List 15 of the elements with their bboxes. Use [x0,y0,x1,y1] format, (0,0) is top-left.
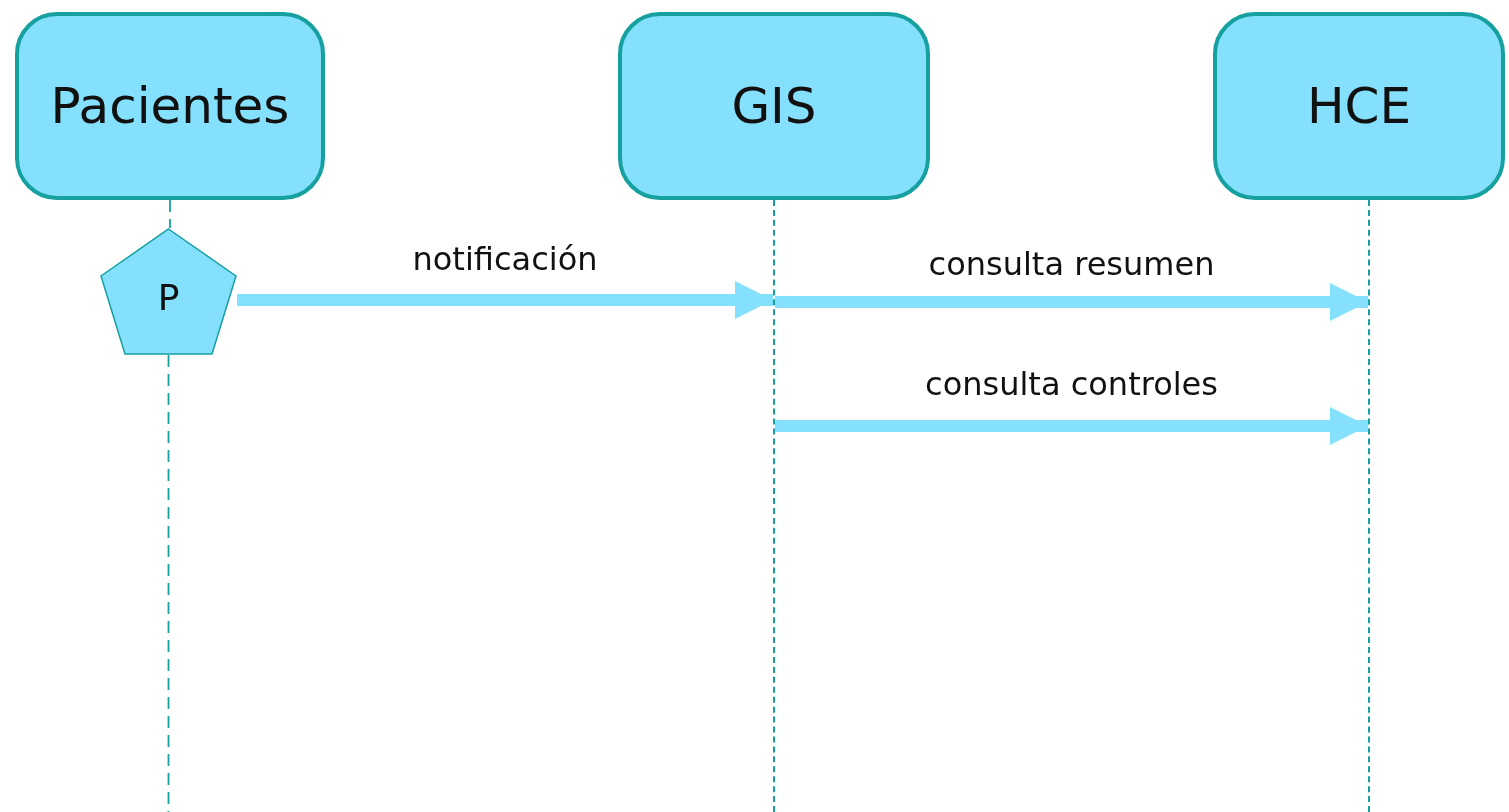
participant-name: Pacientes [50,77,290,135]
participant-name: GIS [731,77,817,135]
lifeline [167,354,170,812]
message-arrow [237,280,773,320]
lifeline [773,200,775,812]
participant-name: HCE [1306,77,1412,135]
lifeline [169,199,171,229]
message-arrow [775,282,1368,322]
participant-box [618,12,930,200]
lifeline [1368,200,1370,812]
participant-name: P [157,276,180,318]
pentagon-shape [100,228,237,355]
participant-box [1213,12,1505,200]
participant-box [15,12,325,200]
message-arrow [775,406,1368,446]
